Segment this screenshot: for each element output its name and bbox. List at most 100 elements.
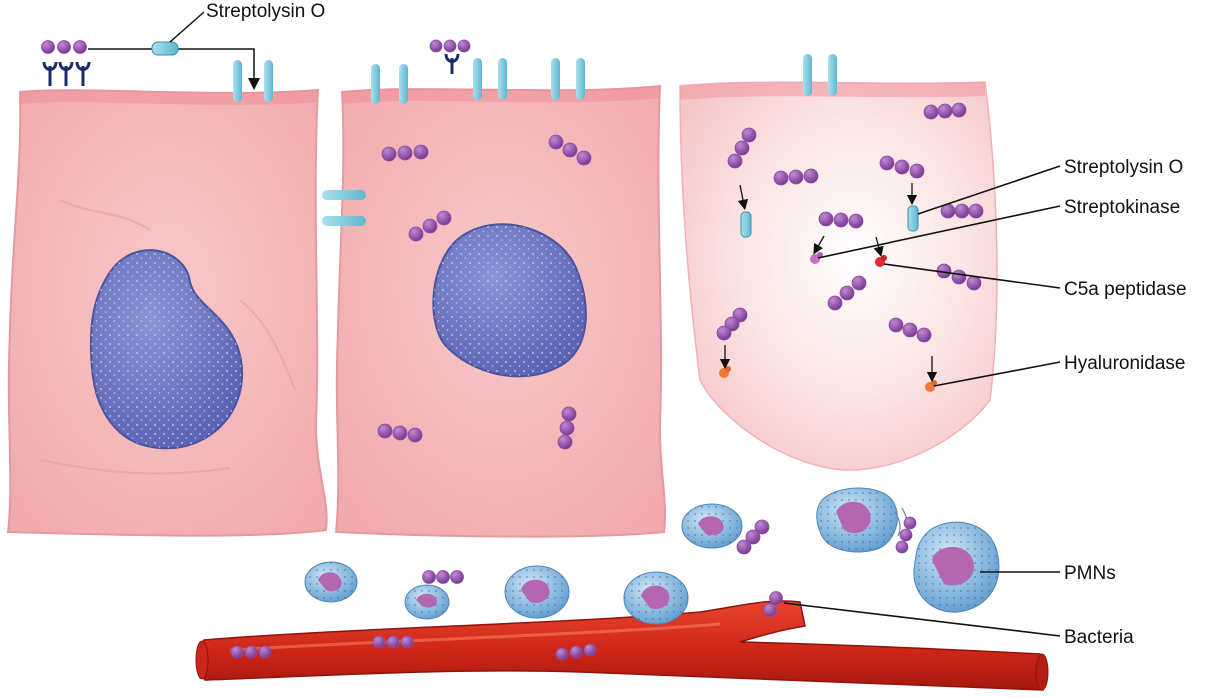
bacterium — [734, 140, 750, 156]
bacterium — [443, 39, 457, 53]
streptolysin-pore-icon — [371, 64, 408, 104]
pmn-cell-icon — [304, 561, 358, 603]
bacterium — [258, 645, 272, 659]
bacterium — [372, 635, 386, 649]
bacterium — [562, 142, 578, 158]
label-pmns: PMNs — [1064, 563, 1116, 584]
streptolysin-toxin-icon — [151, 41, 179, 56]
label-c5a-peptidase: C5a peptidase — [1064, 279, 1187, 300]
bacterium — [745, 529, 761, 545]
bacterium — [968, 203, 984, 219]
bacterium — [894, 159, 910, 175]
bacterium — [244, 645, 258, 659]
bacterium — [769, 591, 783, 605]
bacterium — [763, 603, 777, 617]
receptor-icon — [42, 61, 58, 86]
pmn-cell-icon — [681, 503, 743, 549]
bacterium — [408, 226, 424, 242]
label-hyaluronidase: Hyaluronidase — [1064, 353, 1185, 374]
bacteria-chain-icon — [230, 645, 272, 659]
bacterium — [951, 102, 967, 118]
epithelial-cell-1 — [6, 88, 328, 537]
bacterium — [937, 103, 953, 119]
bacterium — [436, 210, 452, 226]
bacterium — [754, 519, 770, 535]
bacterium — [392, 425, 408, 441]
bacterium — [576, 150, 592, 166]
bacterium — [450, 570, 464, 584]
bacterium — [888, 317, 904, 333]
bacterium — [903, 516, 917, 530]
bacterium — [436, 570, 450, 584]
bacterium — [557, 434, 573, 450]
bacteria-chain-icon — [923, 102, 967, 120]
bacteria-chain-icon — [422, 570, 464, 584]
streptolysin-pore-icon — [473, 58, 507, 100]
labels: Streptolysin O Streptolysin O Streptokin… — [206, 1, 1187, 648]
label-streptolysin-top: Streptolysin O — [206, 1, 325, 22]
bacterium — [386, 635, 400, 649]
bacterium — [422, 570, 436, 584]
pmn-cell-icon — [404, 584, 450, 620]
bacteria-chain-icon — [879, 155, 925, 179]
receptor-icon — [75, 61, 91, 86]
bacteria-chain-icon — [763, 591, 783, 617]
bacteria-chain-icon — [736, 519, 770, 555]
pmn-cell-icon — [816, 487, 898, 553]
label-bacteria: Bacteria — [1064, 627, 1134, 648]
bacteria-chain-icon — [372, 635, 414, 649]
bacterium — [741, 127, 757, 143]
bacteria-chain-icon — [555, 643, 597, 661]
receptors — [42, 53, 460, 86]
bacteria-chain-icon — [818, 211, 864, 229]
bacterium — [57, 40, 71, 54]
bacterium — [429, 39, 443, 53]
bacterium — [803, 168, 819, 184]
bacterium — [230, 645, 244, 659]
bacterium — [916, 327, 932, 343]
bacterium — [377, 423, 393, 439]
bacteria-chain-icon — [773, 168, 819, 186]
pmn-cell-icon — [504, 565, 570, 619]
label-streptokinase: Streptokinase — [1064, 197, 1180, 218]
bacterium — [879, 155, 895, 171]
bacterium — [909, 163, 925, 179]
streptolysin-toxin-icon — [907, 205, 919, 232]
bacterium — [73, 40, 87, 54]
streptolysin-pore-icon — [322, 190, 366, 226]
receptor-icon — [58, 61, 74, 86]
streptolysin-pores — [233, 54, 837, 226]
pmn-cell-icon — [623, 571, 689, 625]
bacterium — [569, 645, 583, 659]
streptolysin-release-path — [88, 11, 260, 90]
bacterium — [559, 420, 575, 436]
bacterium — [899, 528, 913, 542]
bacterium — [923, 104, 939, 120]
bacteria-chain-icon — [727, 127, 757, 169]
bacterium — [827, 295, 843, 311]
bacterium — [788, 169, 804, 185]
receptor-icon — [444, 53, 460, 74]
bacterium — [895, 540, 909, 554]
streptolysin-pore-icon — [803, 54, 837, 96]
pmns — [304, 487, 1000, 625]
bacterium — [773, 170, 789, 186]
epithelial-cell-2 — [334, 84, 667, 538]
nucleus — [432, 223, 587, 378]
epithelial-cell-3 — [679, 81, 998, 471]
bacterium — [818, 211, 834, 227]
bacteria-chain-icon — [429, 39, 471, 53]
bacterium — [583, 643, 597, 657]
streptolysin-pore-icon — [551, 58, 585, 100]
bacterium — [41, 40, 55, 54]
bacteria-chain-icon — [895, 516, 917, 554]
blood-vessel-icon — [195, 600, 1049, 691]
bacterium — [839, 285, 855, 301]
bacteria-chain-icon — [716, 307, 748, 341]
bacteria-layer — [41, 39, 984, 661]
bacteria-chain-icon — [381, 144, 429, 162]
bacterium — [851, 275, 867, 291]
pmn-cell-icon — [913, 521, 1000, 613]
bacterium — [413, 144, 429, 160]
